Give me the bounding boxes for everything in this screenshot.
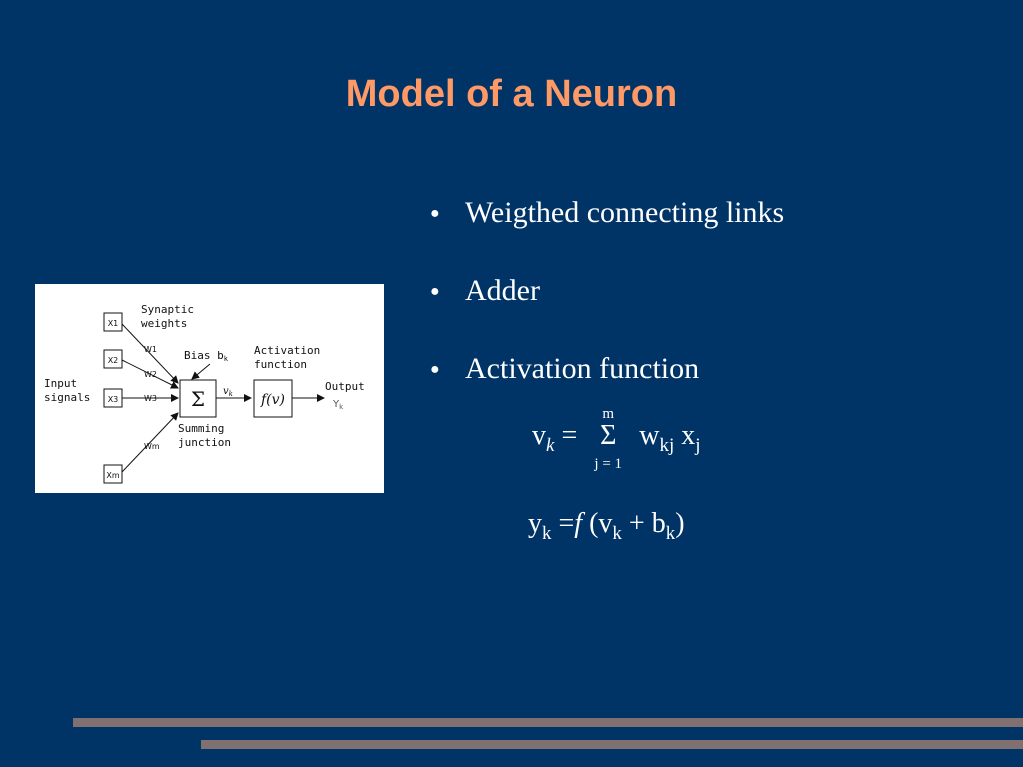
sum-lower-limit: j = 1 <box>594 456 623 472</box>
weight-label-w1: W1 <box>144 345 157 354</box>
input-signals-label: signals <box>44 391 90 404</box>
weight-label-wm: Wm <box>144 442 160 451</box>
bullet-dot-icon: ● <box>430 361 440 378</box>
footer-bar-upper <box>73 718 1023 727</box>
formula-equals: = <box>558 508 575 539</box>
bullet-list: ● Weigthed connecting links ● Adder ● Activ… <box>430 190 784 424</box>
formula-w: w <box>639 420 660 451</box>
formula-v: v <box>598 508 613 539</box>
formula-x: x <box>681 420 696 451</box>
synaptic-weights-label: weights <box>141 317 187 330</box>
sum-upper-limit: m <box>602 406 615 422</box>
input-label-xm: Xm <box>106 471 119 480</box>
summing-junction-label: junction <box>178 436 231 449</box>
weight-label-w3: W3 <box>144 394 157 403</box>
bullet-dot-icon: ● <box>430 283 440 300</box>
formula-output: yk =f (vk + bk) <box>528 508 685 545</box>
formula-v-sub: k <box>612 523 622 544</box>
formula-w-sub: kj <box>659 435 675 456</box>
input-label-x1: X1 <box>108 319 119 328</box>
bullet-item: ● Adder <box>430 268 784 346</box>
formula-lhs-sub: k <box>546 435 555 456</box>
input-box-x2 <box>103 349 123 369</box>
output-label: Output <box>325 380 365 393</box>
sigma-icon: Σ <box>191 387 205 411</box>
input-label-x3: X3 <box>108 395 119 404</box>
formula-f: f <box>574 508 583 539</box>
formula-open-paren: ( <box>589 508 599 539</box>
footer-bar-lower <box>201 740 1023 749</box>
activation-function-label: function <box>254 358 307 371</box>
input-box-xm <box>103 464 123 484</box>
arrow-x1 <box>121 323 179 384</box>
neuron-diagram-svg: X1 X2 X3 Xm W1 W2 W3 Wm Synaptic weights… <box>44 303 365 484</box>
formula-y: y <box>528 508 542 539</box>
synaptic-weights-label: Synaptic <box>141 303 194 316</box>
formula-lhs: v <box>532 420 546 451</box>
bullet-label: Activation function <box>465 352 700 385</box>
formula-b: b <box>651 508 666 539</box>
formula-b-sub: k <box>665 523 676 544</box>
bullet-item: ● Activation function <box>430 346 784 424</box>
arrow-x2 <box>121 359 179 389</box>
weight-label-w2: W2 <box>144 370 157 379</box>
formula-plus: + <box>628 508 645 539</box>
bias-arrow <box>191 363 211 380</box>
bullet-label: Adder <box>465 274 540 307</box>
neuron-model-diagram: X1 X2 X3 Xm W1 W2 W3 Wm Synaptic weights… <box>35 284 384 493</box>
input-label-x2: X2 <box>108 356 119 365</box>
activation-function-box <box>253 379 293 418</box>
output-symbol: Yk <box>332 399 344 411</box>
input-signals-label: Input <box>44 377 77 390</box>
bullet-label: Weigthed connecting links <box>465 196 785 229</box>
bullet-dot-icon: ● <box>430 205 440 222</box>
input-box-x1 <box>103 312 123 332</box>
activation-function-label: Activation <box>254 344 320 357</box>
vk-label: vk <box>223 386 233 398</box>
formula-equals: = <box>561 420 578 451</box>
sum-symbol: Σ <box>600 420 617 451</box>
summing-junction-label: Summing <box>178 422 224 435</box>
bullet-item: ● Weigthed connecting links <box>430 190 784 268</box>
formula-close-paren: ) <box>675 508 685 539</box>
activation-function-symbol: f(v) <box>260 392 285 408</box>
formula-x-sub: j <box>695 435 701 456</box>
arrow-xm <box>121 412 179 473</box>
formula-y-sub: k <box>542 523 552 544</box>
slide-title: Model of a Neuron <box>345 73 678 115</box>
bias-label: Bias bk <box>184 349 229 363</box>
